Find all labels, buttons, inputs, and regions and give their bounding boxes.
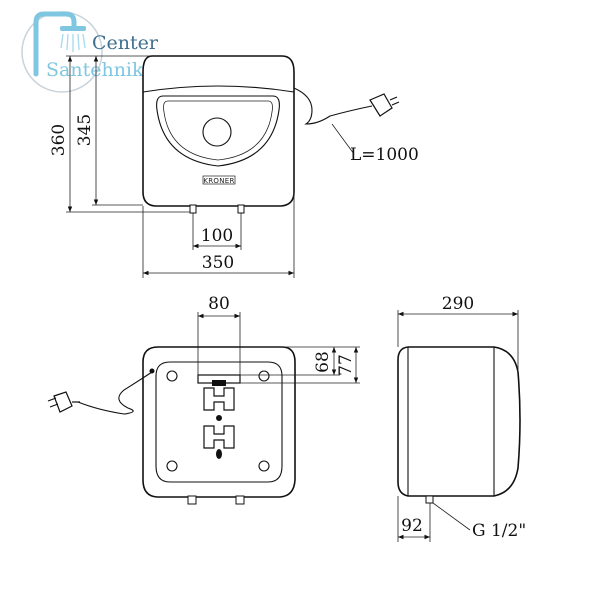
front-window-inner: [163, 100, 273, 161]
back-pipe-right: [235, 495, 245, 505]
power-cable-back: [77, 371, 153, 415]
thermostat-knob: [202, 117, 232, 147]
side-pipe: [425, 495, 434, 504]
brand-plate: [202, 175, 236, 185]
back-pipe-left: [187, 495, 197, 505]
mount-hole-tl: [166, 370, 178, 382]
dim-total-height: 360: [49, 124, 69, 156]
mount-hole-tr: [258, 370, 270, 382]
back-view: 80 68 77: [47, 294, 360, 505]
front-pipe-left: [189, 204, 197, 214]
thread-spec-label: G 1/2": [472, 521, 526, 541]
back-inner-panel: [155, 361, 283, 483]
front-view: KRONER L=1000 360 345 100 350: [49, 55, 419, 278]
dim-pipe-spacing: 100: [201, 226, 233, 246]
heater-body-side: [397, 346, 521, 497]
dim-bracket-offset-77: 77: [336, 354, 356, 376]
dim-bracket-width: 80: [208, 294, 230, 314]
brand-label: KRONER: [203, 177, 234, 185]
mounting-bracket-upper: [203, 387, 235, 411]
heater-body-front: [142, 55, 295, 207]
dim-bracket-offset-68: 68: [313, 351, 333, 373]
thread-leader-line: [432, 502, 471, 531]
front-pipe-right: [237, 204, 245, 214]
mounting-bracket-lower: [203, 425, 235, 449]
cable-length-label: L=1000: [350, 145, 419, 165]
logo-text-santehnika: Santehnika: [46, 59, 155, 81]
plug-icon-front: [369, 93, 400, 117]
heater-body-back: [142, 346, 296, 498]
shower-icon: [33, 11, 86, 77]
mount-hole-br: [258, 460, 270, 472]
dim-depth: 290: [442, 294, 474, 314]
power-cable-front: [293, 87, 373, 125]
center-screw-hole: [216, 415, 222, 421]
logo-text-center: Center: [92, 32, 159, 54]
dim-width: 350: [202, 253, 234, 273]
dim-pipe-offset: 92: [401, 516, 423, 536]
front-top-band: [142, 85, 295, 93]
cable-leader-line: [331, 123, 355, 155]
mount-hole-bl: [166, 460, 178, 472]
side-view: 290 92 G 1/2": [397, 294, 526, 542]
plug-icon-back: [47, 391, 80, 413]
dim-body-height: 345: [75, 114, 95, 146]
logo: Center Santehnika: [21, 11, 159, 93]
front-window: [156, 95, 280, 167]
